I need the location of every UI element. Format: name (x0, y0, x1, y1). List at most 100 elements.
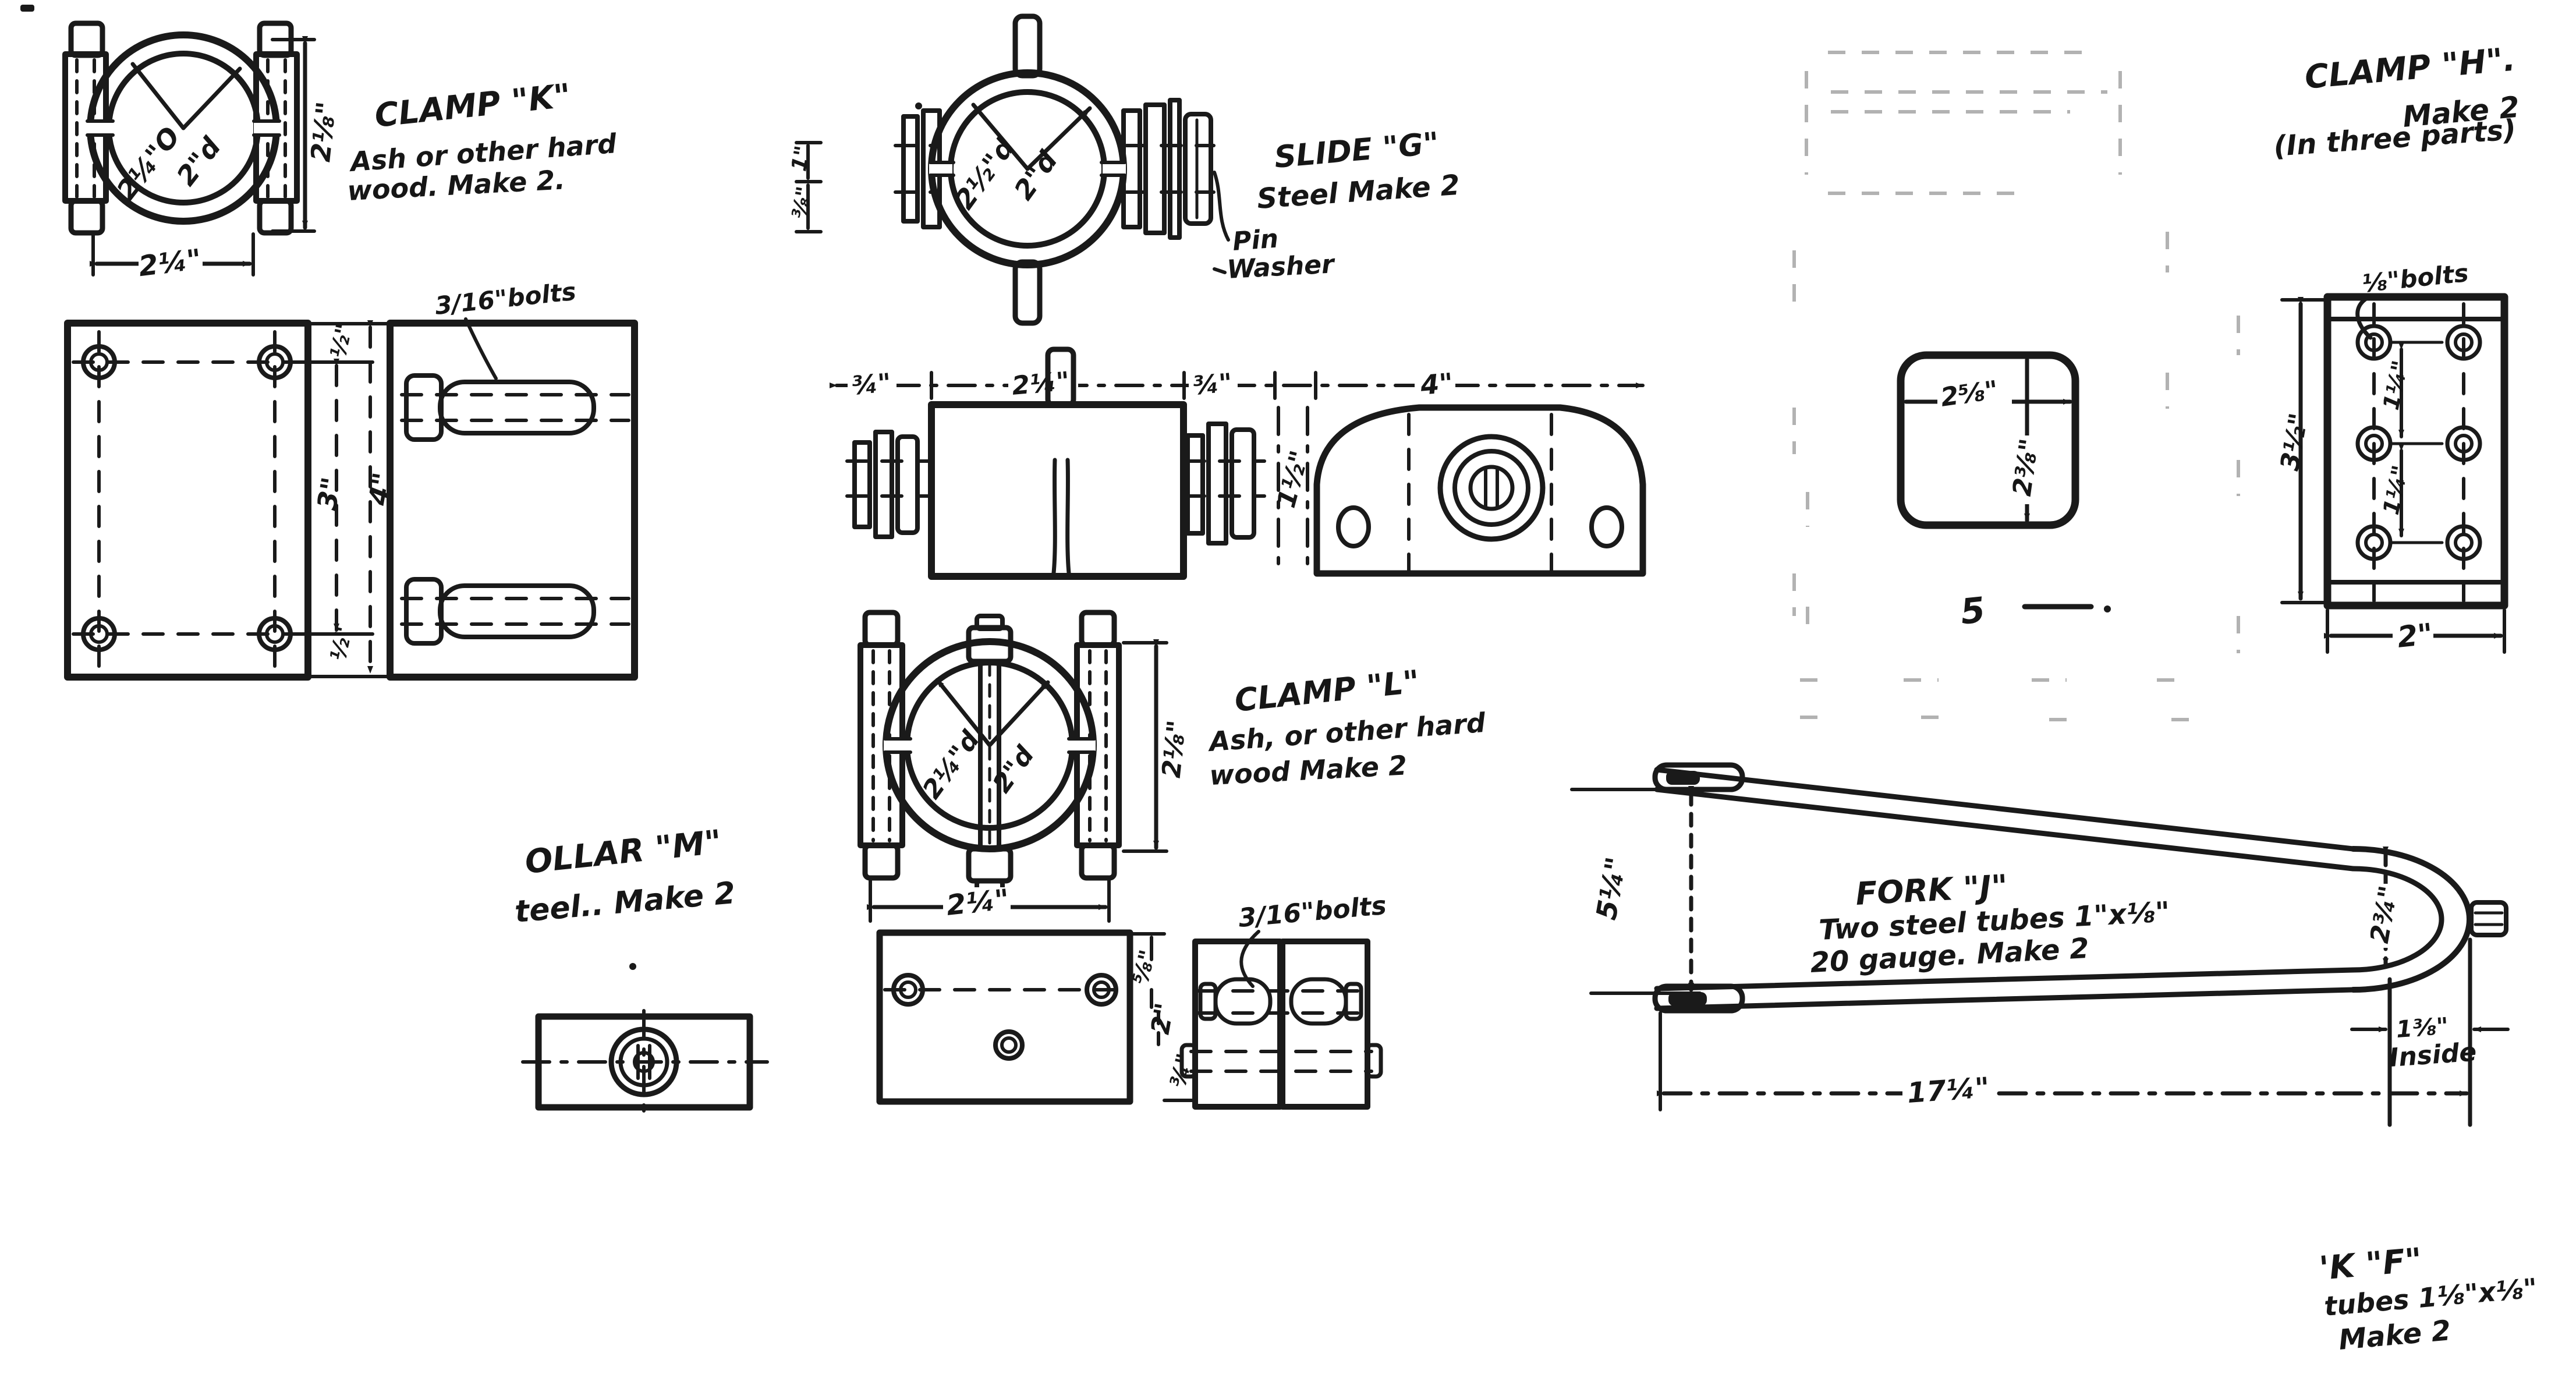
bolts-label: 3/16"bolts (434, 277, 577, 320)
washer-label: Washer (1226, 249, 1336, 285)
clamp-k-plan-views: ½" 3" 4" ½" 3/16"bolts (64, 277, 638, 681)
bolt-plate (873, 430, 894, 539)
pin-nut (1183, 112, 1213, 226)
slide-g-title: SLIDE "G" Steel Make 2 Pin Washer (1226, 126, 1461, 285)
washer (1168, 98, 1182, 240)
figure-number: 5 (1959, 590, 1987, 633)
slide-block (928, 401, 1187, 580)
dim-label: 2"d (987, 741, 1040, 798)
dim-label: 5¼" (1590, 855, 1633, 922)
bolts-label: ⅛"bolts (2361, 258, 2470, 298)
part-title: CLAMP "H". (2303, 41, 2517, 97)
bolt-head (862, 610, 901, 648)
dim-label: 2¼"d (917, 725, 986, 805)
dim-label: 17¼" (1906, 1071, 1990, 1110)
dim-label: 1" (787, 144, 815, 173)
dim-label: ¾" (850, 368, 892, 401)
clamp-h-title: CLAMP "H". Make 2 (In three parts) (2273, 41, 2521, 163)
pin-bottom (1012, 259, 1043, 326)
part-title: SLIDE "G" (1273, 126, 1441, 175)
dim-label: ½" (325, 321, 357, 360)
clamp-face-plate (64, 320, 311, 681)
part-note: Steel Make 2 (1256, 169, 1461, 215)
bolts-label: 3/16"bolts (1237, 891, 1387, 933)
clamp-h-plate-view: 2⅝" 2⅜" 5 (1897, 351, 2111, 633)
clamp-l-front-view: 2¼"d 2"d 2⅛" 2¼" (858, 610, 1192, 923)
dim-label: ⅜" (788, 185, 817, 221)
clamp-face-plate (876, 929, 1133, 1105)
fork-j: 5¼" 17¼" 2¾" 1⅜" Inside FORK "J" Two ste… (1570, 762, 2510, 1127)
dim-label: 2⅛" (1157, 719, 1192, 780)
center-bolt-nut (966, 846, 1014, 884)
part-title: 'K "F" (2318, 1241, 2423, 1288)
dim-label: 2¼" (137, 243, 203, 283)
dim-label: 3" (311, 475, 348, 513)
clamp-l-lower-views: ⅝" 2" ¾" 3/16"bolts (876, 891, 1388, 1110)
tube-edge (1654, 987, 2356, 1011)
clamp-l-title: CLAMP "L" Ash, or other hard wood Make 2 (1207, 663, 1487, 791)
bolt-profile (400, 373, 630, 442)
scan-speck (20, 5, 34, 12)
bolt-profile (1196, 977, 1366, 1026)
bolt-nut (895, 434, 920, 535)
part-title: OLLAR "M" (523, 823, 724, 881)
dim-label: 2" (2396, 617, 2435, 654)
washer-boss (608, 1026, 679, 1097)
dim-label: 2¼" (945, 883, 1011, 922)
pin-top (1012, 13, 1043, 79)
clamp-side-plate (1280, 939, 1370, 1110)
end-stud (2469, 900, 2508, 937)
tube-edge (1654, 787, 2356, 872)
bolt-head (1079, 842, 1117, 881)
bolt-profile (400, 577, 630, 646)
dim-label: 1¼" (2378, 463, 2414, 517)
part-title: FORK "J" (1855, 867, 2008, 912)
dim-label: ½" (325, 624, 357, 663)
clamp-side-plate (387, 320, 638, 681)
clamp-k-front-view: 2¼"O 2"d 2⅛" 2¼" (20, 5, 342, 283)
fork-end-inner (2350, 866, 2444, 973)
bolt-nut (1229, 427, 1256, 540)
dim-label: 2½"d (948, 132, 1021, 215)
bolt-profile (1179, 1043, 1383, 1079)
part-note: (In three parts) (2273, 114, 2517, 163)
clamp-h-plate (1897, 351, 2079, 529)
bolt-head (1079, 610, 1117, 648)
dim-label: 3½" (2275, 411, 2314, 473)
pin-label: Pin (1232, 224, 1280, 257)
leader-line (464, 317, 498, 380)
part-note: teel.. Make 2 (513, 876, 737, 930)
tube-edge (1654, 967, 2356, 991)
bolt-head (68, 198, 105, 236)
fork-f-note: 'K "F" tubes 1⅛"x⅛" Make 2 (2318, 1241, 2538, 1357)
slide-bracket (1313, 404, 1646, 577)
slide-g-front-view: 2½"d 2"d 1" ⅜" (787, 13, 1230, 326)
bolt-plate (1185, 433, 1205, 536)
mount-hole (1336, 505, 1371, 548)
leader-line (1213, 267, 1227, 274)
clamp-h-side-view: ⅛"bolts 1¼" 1¼" 3½" 2" (2275, 258, 2508, 654)
part-note: Make 2 (2337, 1314, 2452, 1357)
dim-label: 2¼" (1011, 366, 1071, 401)
collar-m: OLLAR "M" teel.. Make 2 (513, 823, 769, 1116)
dim-label: 2⅛" (304, 100, 342, 164)
split-line (1065, 458, 1071, 575)
mount-hole (1589, 505, 1624, 548)
washer-boss (1437, 434, 1546, 542)
dim-label: 2" (1146, 1001, 1181, 1037)
bolt (81, 344, 293, 652)
scan-speck (629, 963, 636, 970)
clamp-h-ghost-lines (1792, 51, 2240, 721)
dim-label: ¾" (1191, 368, 1234, 401)
clamp-k-title: CLAMP "K" Ash or other hard wood. Make 2… (346, 77, 618, 207)
part-note: wood Make 2 (1209, 749, 1408, 791)
bolt-plate (901, 114, 920, 224)
bolt-head (68, 20, 105, 58)
leader-line (1213, 171, 1230, 242)
dim-label: 1¼" (2378, 358, 2414, 412)
dim-label: 1⅜" (2395, 1013, 2449, 1043)
bolt-plate (1143, 102, 1167, 235)
slide-g-side-view: ¾" 2¼" ¾" 4" 1½" (830, 346, 1646, 580)
